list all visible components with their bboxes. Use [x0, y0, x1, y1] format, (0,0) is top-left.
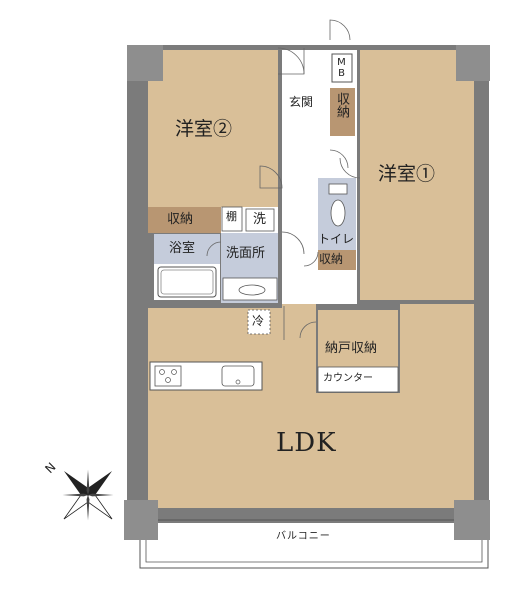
washroom-label: 洗面所: [226, 246, 266, 261]
column-top-left: [127, 45, 163, 81]
entrance-label: 玄関: [289, 95, 314, 109]
toilet-storage-label: 収納: [319, 252, 344, 266]
washer-label: 洗: [253, 212, 267, 227]
toilet-tank: [328, 183, 348, 195]
storeroom-label: 納戸収納: [325, 341, 378, 356]
storeroom-floor: [318, 310, 398, 367]
fridge-box: [247, 309, 271, 335]
toilet-storage-area: [318, 250, 356, 270]
sink: [238, 284, 266, 296]
shelf-box: [221, 206, 243, 232]
column-bottom-right: [454, 500, 490, 540]
doors: [206, 19, 361, 340]
bathroom-label: 浴室: [169, 241, 196, 256]
meter-box: [331, 53, 353, 83]
western-room-2-label: 洋室②: [175, 118, 233, 140]
western-room-2-floor: [148, 50, 278, 207]
counter-box: [317, 366, 399, 393]
toilet-label: トイレ: [318, 232, 355, 246]
entrance-storage-area: [330, 88, 355, 136]
fridge-label: 冷: [252, 314, 265, 328]
toilet-bowl: [330, 199, 346, 227]
room2-storage-label: 収納: [167, 212, 194, 227]
western-room-1-floor: [360, 50, 474, 300]
corridor-gap: [282, 304, 316, 310]
column-top-right: [456, 45, 490, 81]
bathtub: [157, 266, 217, 298]
ldk-floor: [148, 304, 474, 508]
counter-label: カウンター: [323, 373, 373, 384]
compass-star-icon: [62, 469, 114, 521]
balcony-label: バルコニー: [276, 531, 331, 542]
room2-storage-area: [148, 207, 221, 233]
shelf-label: 棚: [226, 210, 237, 223]
column-bottom-left: [124, 500, 158, 540]
kitchen-sink: [221, 365, 255, 387]
western-room-1-label: 洋室①: [378, 163, 436, 185]
balcony-outline: [139, 540, 489, 569]
stove: [154, 365, 182, 387]
meter-box-label: MB: [336, 57, 347, 79]
ldk-label: LDK: [276, 428, 337, 458]
entrance-storage-label: 収納: [334, 92, 349, 118]
washer-box: [245, 208, 275, 232]
